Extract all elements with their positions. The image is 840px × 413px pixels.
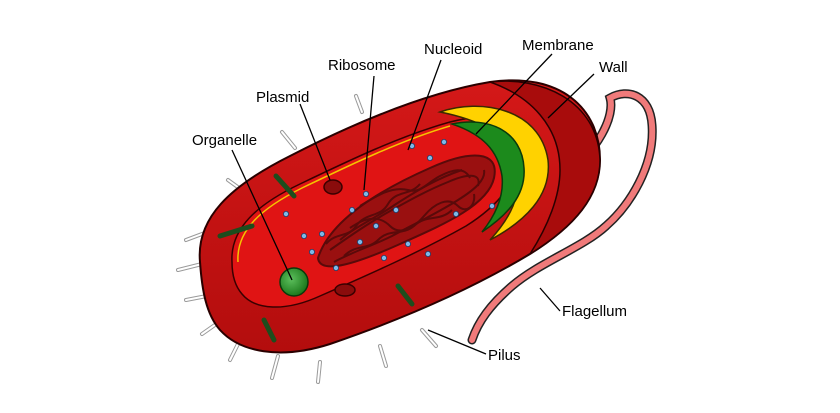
membrane-protein-1 — [217, 223, 255, 239]
leader-membrane — [475, 53, 553, 135]
ribosome-dot — [318, 230, 325, 237]
label-plasmid: Plasmid — [256, 89, 310, 106]
leader-pilus — [427, 329, 487, 355]
label-pilus: Pilus — [488, 347, 521, 364]
membrane-proteins — [217, 173, 415, 343]
plasmid-1 — [323, 179, 343, 195]
leader-ribosome — [363, 75, 375, 191]
cell-layers — [437, 105, 550, 241]
ribosome-dot — [440, 138, 447, 145]
ribosome-dot — [362, 190, 369, 197]
membrane-layer — [449, 121, 525, 233]
label-membrane: Membrane — [522, 37, 594, 54]
leader-organelle — [231, 149, 293, 281]
ribosome-dot — [372, 222, 379, 229]
leader-wall — [547, 73, 595, 119]
ribosome-dot — [452, 210, 459, 217]
label-wall: Wall — [599, 59, 628, 76]
organelle — [279, 267, 309, 297]
ribosome-dot — [404, 240, 411, 247]
flagellum — [467, 89, 657, 345]
ribosome-dot — [424, 250, 431, 257]
leader-flagellum — [539, 287, 561, 312]
leader-plasmid — [299, 103, 331, 181]
leader-lines — [231, 53, 595, 355]
membrane-protein-4 — [261, 317, 277, 343]
ribosome-dot — [426, 154, 433, 161]
nucleoid — [316, 154, 496, 268]
label-ribosome: Ribosome — [328, 57, 396, 74]
label-organelle: Organelle — [192, 132, 258, 149]
plasmid-2 — [334, 283, 356, 297]
ribosome-dot — [392, 206, 399, 213]
ribosome-dot — [282, 210, 289, 217]
plasmids — [323, 179, 356, 297]
ribosomes — [282, 138, 495, 271]
membrane-protein-2 — [273, 173, 297, 199]
leader-nucleoid — [407, 59, 442, 151]
ribosome-dot — [348, 206, 355, 213]
ribosome-dot — [300, 232, 307, 239]
ribosome-dot — [308, 248, 315, 255]
ribosome-dot — [332, 264, 339, 271]
ribosome-dot — [380, 254, 387, 261]
ribosome-dot — [488, 202, 495, 209]
ribosome-dot — [356, 238, 363, 245]
label-nucleoid: Nucleoid — [424, 41, 483, 58]
label-flagellum: Flagellum — [562, 303, 628, 320]
membrane-protein-3 — [395, 283, 415, 307]
